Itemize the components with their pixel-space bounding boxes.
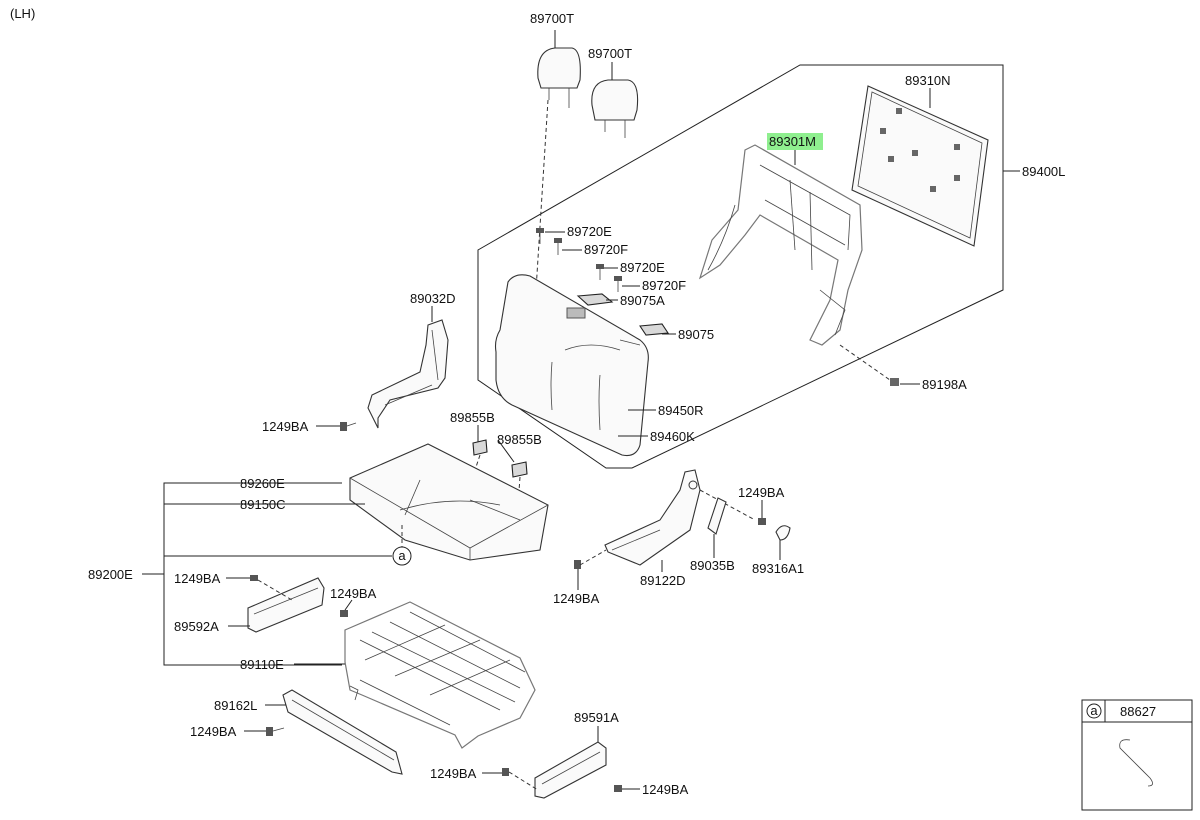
screw-hinge-bottom-icon: [574, 560, 581, 569]
label-screw-hinge-top[interactable]: 1249BA: [738, 485, 785, 500]
side-indicator: (LH): [10, 6, 35, 21]
guide-f1-icon: [554, 238, 562, 255]
ref-a-circle: [392, 546, 412, 566]
guide-f2-icon: [614, 276, 622, 292]
seat-cushion[interactable]: [349, 443, 549, 561]
seat-back-board[interactable]: [851, 85, 989, 247]
trim-162[interactable]: [282, 689, 403, 775]
cap-part[interactable]: [775, 525, 791, 541]
headrest-left[interactable]: [537, 47, 581, 108]
hinge-cover[interactable]: [604, 469, 701, 566]
screw-591-left-icon: [502, 768, 509, 776]
label-screw-592-left[interactable]: 1249BA: [174, 571, 221, 586]
headrest-axis-line: [535, 99, 549, 291]
label-headrest-2[interactable]: 89700T: [588, 46, 632, 61]
guide-e2-icon: [596, 264, 604, 280]
hook-clip-icon: [1119, 739, 1153, 787]
label-back-assy[interactable]: 89400L: [1022, 164, 1065, 179]
screw-591-right-icon: [614, 785, 622, 792]
label-cover-a[interactable]: 89075A: [620, 293, 665, 308]
label-cushion-frame[interactable]: 89110E: [240, 657, 284, 672]
label-bolt-back[interactable]: 89198A: [922, 377, 967, 392]
label-back-frame[interactable]: 89301M: [769, 134, 816, 149]
label-screw-591-right[interactable]: 1249BA: [642, 782, 689, 797]
label-cover[interactable]: 89075: [678, 327, 714, 342]
guide-e1-icon: [536, 228, 544, 244]
label-guide-e1[interactable]: 89720E: [567, 224, 612, 239]
bolt-back-icon: [890, 378, 899, 386]
ref-a-label: a: [398, 548, 406, 563]
leader-screw-592-right: [344, 599, 353, 611]
cover-part[interactable]: [639, 323, 669, 336]
label-hook-2[interactable]: 89855B: [497, 432, 542, 447]
legend-box: [1081, 699, 1193, 811]
hook-1[interactable]: [472, 439, 488, 456]
label-screw-side[interactable]: 1249BA: [262, 419, 309, 434]
side-trim[interactable]: [367, 319, 449, 429]
label-back-pad[interactable]: 89460K: [650, 429, 695, 444]
legend-part-label[interactable]: 88627: [1120, 704, 1156, 719]
screw-592-left-icon: [250, 575, 258, 581]
label-cover-b[interactable]: 89035B: [690, 558, 735, 573]
screw-591-axis: [508, 771, 539, 791]
hinge-screw-axis: [579, 549, 607, 566]
label-cushion-assy[interactable]: 89200E: [88, 567, 133, 582]
label-hook-1[interactable]: 89855B: [450, 410, 495, 425]
label-hinge-cover[interactable]: 89122D: [640, 573, 686, 588]
seat-cushion-frame[interactable]: [344, 601, 536, 749]
label-guide-e2[interactable]: 89720E: [620, 260, 665, 275]
back-assembly-outline: [477, 64, 1004, 469]
label-back-board[interactable]: 89310N: [905, 73, 951, 88]
label-screw-162[interactable]: 1249BA: [190, 724, 237, 739]
screw-592-right-icon: [340, 610, 348, 617]
screw-162-icon: [266, 727, 285, 736]
label-trim-162[interactable]: 89162L: [214, 698, 257, 713]
label-trim-592[interactable]: 89592A: [174, 619, 219, 634]
hinge-axis: [699, 489, 756, 521]
trim-591[interactable]: [534, 741, 607, 799]
screw-hinge-top-icon: [758, 518, 766, 525]
headrest-right[interactable]: [591, 79, 639, 138]
trim-592[interactable]: [247, 577, 325, 633]
bolt-axis-line: [839, 344, 891, 381]
label-cushion-pad[interactable]: 89150C: [240, 497, 286, 512]
label-trim-591[interactable]: 89591A: [574, 710, 619, 725]
seat-back-frame[interactable]: [698, 144, 863, 346]
leader-hook-2: [497, 439, 515, 463]
label-guide-f2[interactable]: 89720F: [642, 278, 686, 293]
label-cushion-cover[interactable]: 89260E: [240, 476, 285, 491]
legend-ref-label: a: [1090, 703, 1098, 718]
cover-a-part[interactable]: [576, 293, 614, 306]
cover-b-part[interactable]: [707, 497, 727, 535]
label-side-trim[interactable]: 89032D: [410, 291, 456, 306]
hook-2[interactable]: [511, 461, 528, 478]
label-guide-f1[interactable]: 89720F: [584, 242, 628, 257]
label-screw-hinge-bottom[interactable]: 1249BA: [553, 591, 600, 606]
label-screw-592-right[interactable]: 1249BA: [330, 586, 377, 601]
label-cap[interactable]: 89316A1: [752, 561, 804, 576]
label-headrest-1[interactable]: 89700T: [530, 11, 574, 26]
back-frame-highlight: [767, 133, 823, 150]
screw-side-icon: [340, 422, 357, 431]
label-screw-591-left[interactable]: 1249BA: [430, 766, 477, 781]
seat-back-pad[interactable]: [494, 274, 649, 457]
label-back-cover-r[interactable]: 89450R: [658, 403, 704, 418]
